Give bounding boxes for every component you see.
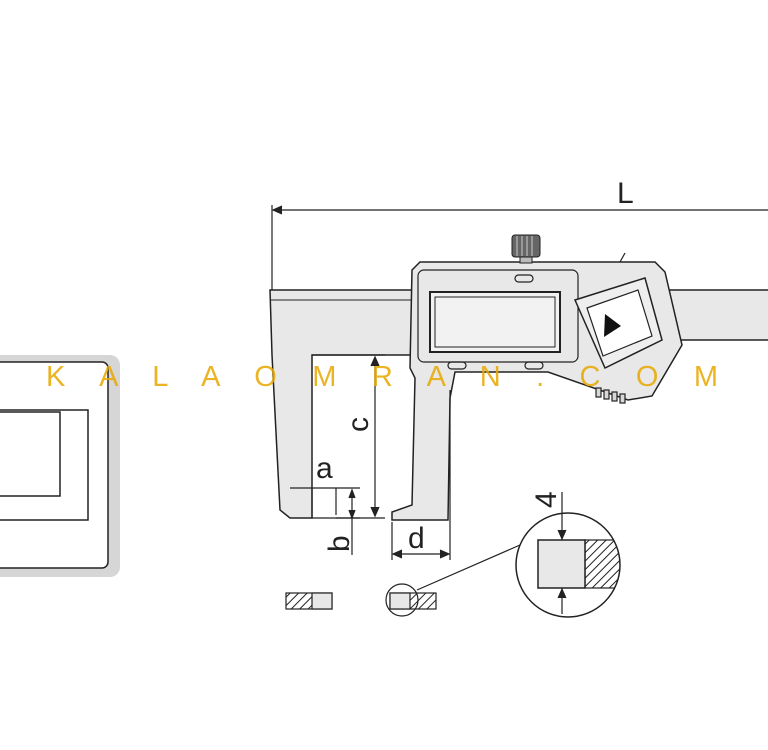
left-frame — [0, 355, 120, 577]
label-detail-4: 4 — [530, 491, 563, 508]
label-a: a — [316, 452, 333, 485]
section-right — [385, 583, 437, 617]
play-triangle-icon — [604, 314, 621, 337]
dimension-lines — [271, 205, 768, 560]
label-d: d — [408, 522, 425, 555]
label-c: c — [342, 417, 375, 432]
thumb-wheel-icon — [511, 234, 541, 264]
detail-view — [515, 492, 621, 618]
section-left — [285, 592, 333, 610]
watermark-text: K A L A O M R A N . C O M — [46, 361, 718, 393]
leader-line — [416, 544, 521, 591]
label-L: L — [617, 177, 634, 210]
label-b: b — [323, 535, 356, 552]
teeth — [595, 387, 626, 404]
slider-head — [391, 234, 683, 521]
